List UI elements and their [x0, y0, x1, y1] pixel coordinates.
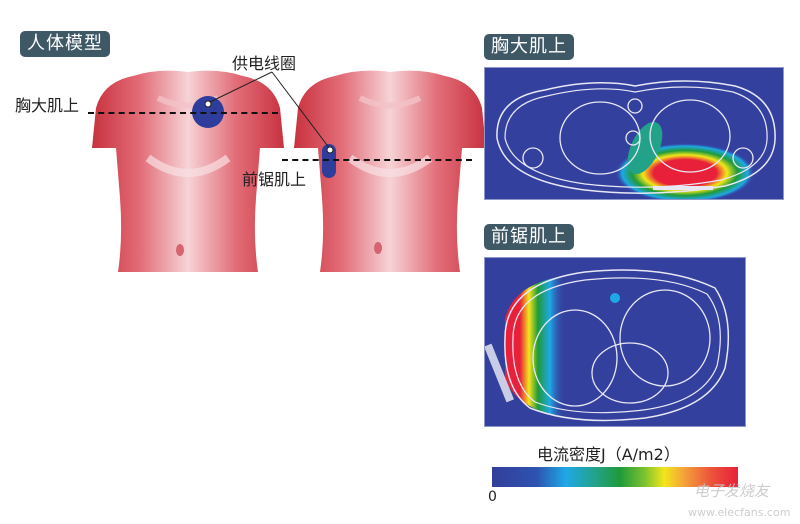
- colorbar-title: 电流密度J（A/m2）: [537, 445, 680, 464]
- pectoralis-current-map: [484, 67, 784, 200]
- coil-label: 供电线圈: [232, 54, 297, 73]
- serratus-line-label: 前锯肌上: [242, 170, 307, 189]
- torso-model-left: [92, 70, 284, 273]
- colorbar-min-label: 0: [488, 489, 497, 505]
- pectoralis-panel-tag: 胸大肌上: [484, 34, 574, 60]
- current-density-colorbar: [492, 467, 738, 487]
- coil-serratus: [322, 144, 336, 178]
- watermark-url: www.elecfans.com: [688, 506, 791, 519]
- pectoralis-line-label: 胸大肌上: [15, 96, 80, 115]
- serratus-current-map: [484, 257, 746, 427]
- torso-model-right: [294, 70, 486, 273]
- human-model-tag: 人体模型: [20, 31, 110, 57]
- pectoralis-level-line: [88, 112, 278, 114]
- serratus-panel-tag: 前锯肌上: [484, 224, 574, 250]
- serratus-level-line: [282, 159, 472, 161]
- watermark-logo-text: 电子发烧友: [694, 482, 770, 500]
